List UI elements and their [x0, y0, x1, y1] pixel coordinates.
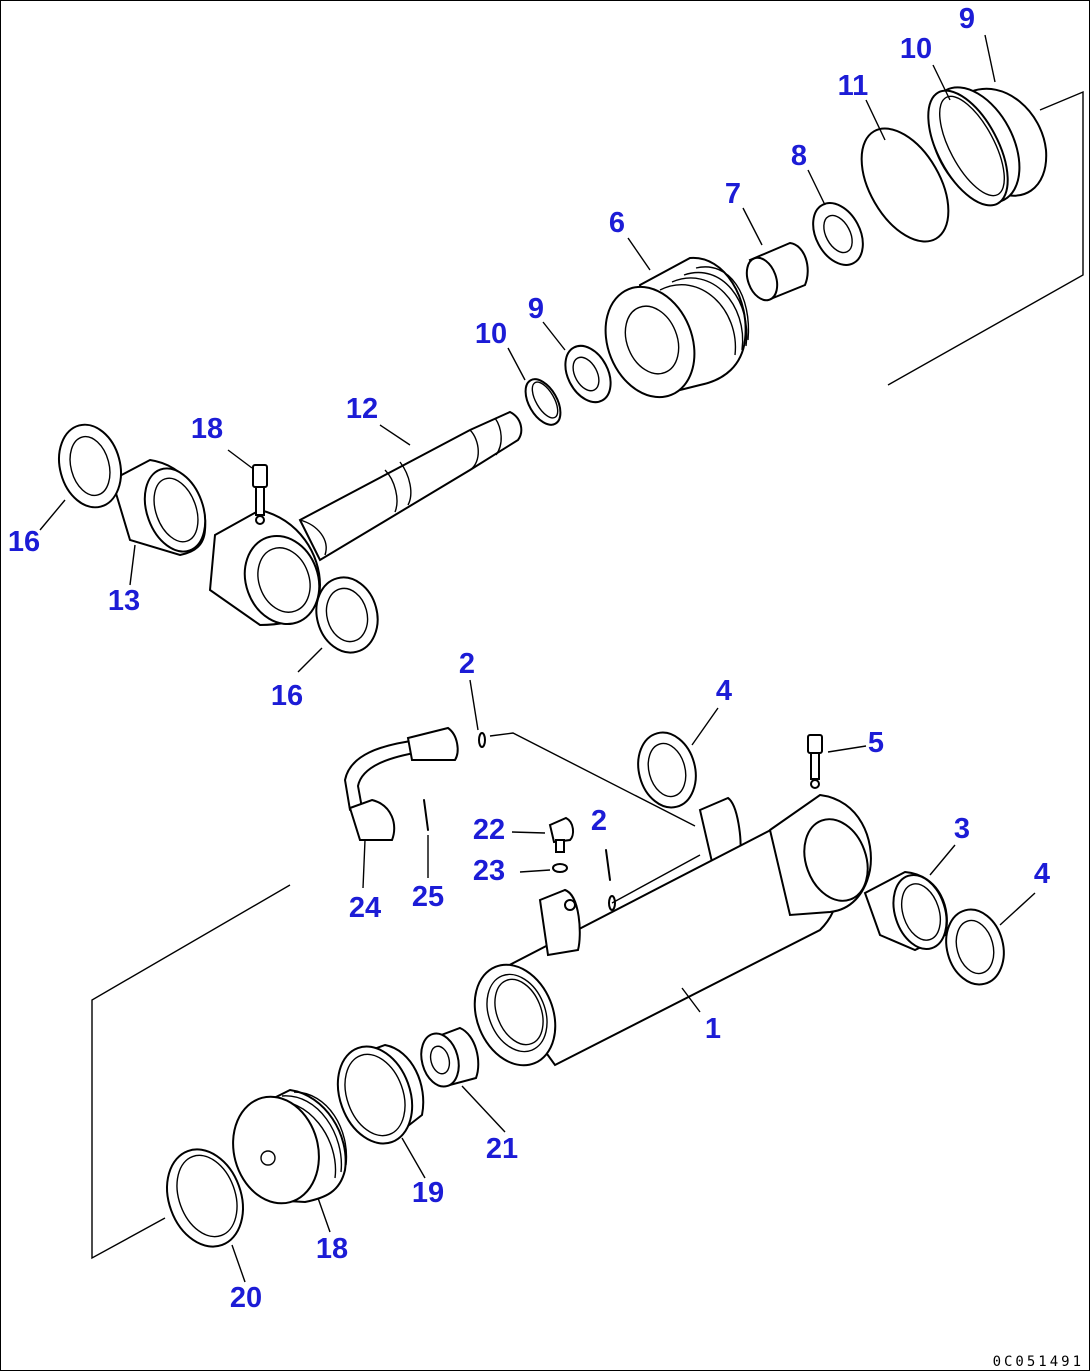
label-part-3: 3 [954, 813, 970, 845]
part-10-ring [524, 378, 562, 426]
label-part-9: 9 [528, 293, 544, 325]
label-part-13: 11 [838, 70, 869, 102]
part-21-collar [420, 1026, 480, 1088]
label-part-6: 6 [609, 207, 625, 239]
part-20-ring [166, 1148, 244, 1248]
part-16-seal-left [58, 423, 122, 509]
rod-eye-housing [208, 508, 327, 627]
part-7-collar [745, 241, 809, 302]
part-2-o-ring-a [478, 732, 486, 748]
part-13-o-ring [860, 127, 950, 243]
part-3-bushing [863, 870, 948, 952]
part-15-bushing [110, 458, 207, 557]
part-labels: 9 10 11 8 7 6 9 10 12 18 16 13 16 2 4 5 … [8, 3, 1050, 1314]
label-part-8: 8 [791, 140, 807, 172]
label-part-11: 9 [959, 3, 975, 35]
label-part-2-upper: 2 [459, 648, 475, 680]
label-part-14: 12 [346, 393, 378, 425]
label-part-24: 24 [349, 892, 381, 924]
label-part-15: 13 [108, 585, 140, 617]
frame-lines [91, 90, 1084, 1260]
part-8-nut [812, 202, 864, 266]
label-part-22: 22 [473, 814, 505, 846]
label-part-23: 23 [473, 855, 505, 887]
part-4-seal-lower [945, 908, 1005, 986]
part-18-piston [232, 1088, 348, 1205]
part-4-seal-upper [637, 731, 697, 809]
part-24-pipe [344, 726, 459, 841]
label-part-17: 18 [191, 413, 223, 445]
part-5-grease-fitting [807, 734, 823, 789]
label-part-4-lower: 4 [1034, 858, 1050, 890]
port-block-lower [538, 888, 581, 957]
label-part-7: 7 [725, 178, 741, 210]
label-part-20: 20 [230, 1282, 262, 1314]
connection-lines-lower [489, 732, 701, 904]
label-part-4-upper: 4 [716, 675, 732, 707]
drawing-code: 0C051491 [993, 1354, 1084, 1370]
part-6-piston [604, 256, 750, 399]
leader-lines [39, 34, 1036, 1283]
label-part-19: 19 [412, 1177, 444, 1209]
label-part-16-upper-right: 16 [271, 680, 303, 712]
part-16-seal-right [315, 576, 379, 654]
label-part-12: 10 [900, 33, 932, 65]
part-2-o-ring-b [605, 849, 616, 911]
part-19-ring [336, 1043, 425, 1145]
part-12-backup-ring [927, 89, 1009, 207]
label-part-1: 1 [705, 1013, 721, 1045]
label-part-18: 18 [316, 1233, 348, 1265]
label-part-16-upper-left: 16 [8, 526, 40, 558]
label-part-10: 10 [475, 318, 507, 350]
part-17-grease-fitting [252, 464, 268, 525]
part-25-pin [423, 799, 429, 831]
part-22-plug [548, 816, 575, 853]
label-part-21: 21 [486, 1133, 518, 1165]
part-23-o-ring [552, 863, 568, 873]
label-part-2-lower: 2 [591, 805, 607, 837]
part-14-piston-rod [298, 410, 523, 562]
label-part-5: 5 [868, 727, 884, 759]
part-1-cylinder-tube [473, 793, 872, 1067]
part-9-nut [564, 344, 612, 404]
label-part-25: 25 [412, 881, 444, 913]
